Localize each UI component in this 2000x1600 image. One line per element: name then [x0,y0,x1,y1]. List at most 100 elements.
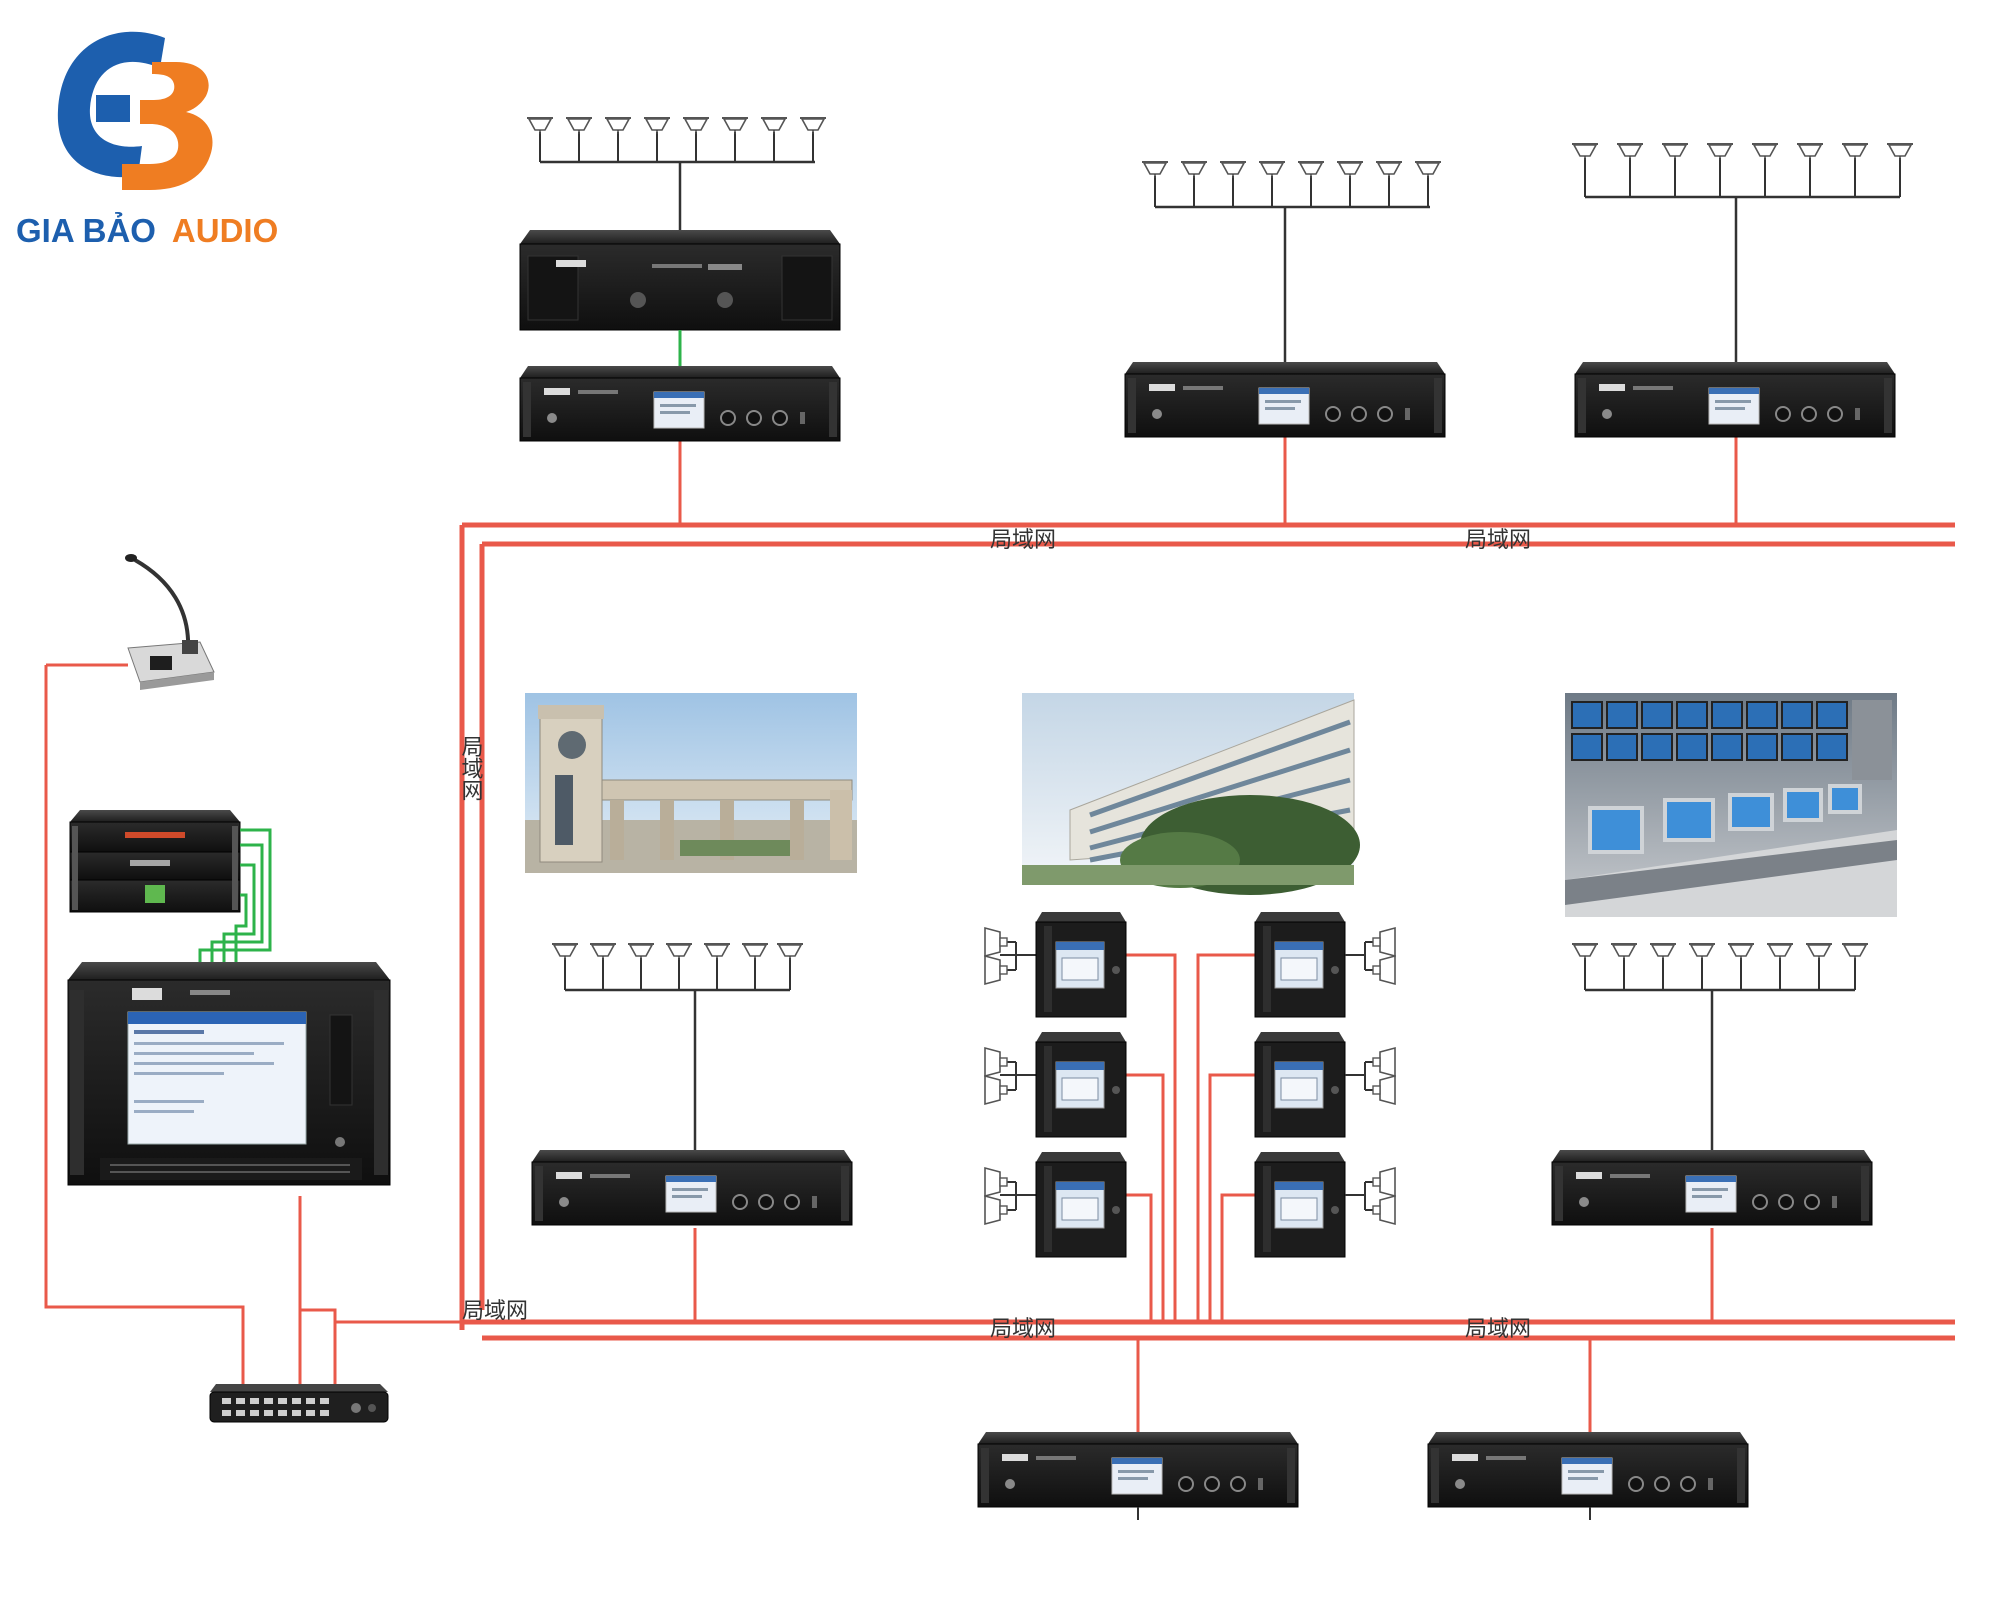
terminal-cluster [984,911,1396,1258]
ip-terminal-icon [1254,1151,1346,1258]
ceiling-speaker-icon [703,943,731,961]
ip-terminal-icon [1035,911,1127,1018]
ceiling-speaker-icon [627,943,655,961]
ceiling-speaker-icon [604,117,632,135]
lan-label-bottom-1: 局域网 [990,1317,1056,1342]
brand-monogram-icon [57,31,213,190]
ceiling-speaker-icon [1571,143,1599,161]
broadcast-server-icon [67,962,391,1186]
ip-amplifier-icon [1124,361,1446,438]
horn-speaker-icon [1372,955,1396,985]
ceiling-speaker-icon [1766,943,1794,961]
svg-text:GIA BẢO AUDIO: GIA BẢO AUDIO [16,212,278,249]
horn-speaker-icon [984,1195,1008,1225]
brand-logo: GIA BẢO AUDIO [16,31,278,249]
speaker-array-zone-1 [526,117,827,230]
ceiling-speaker-icon [1616,143,1644,161]
ceiling-speaker-icon [799,117,827,135]
horn-speaker-icon [1372,927,1396,957]
horn-speaker-icon [1372,1167,1396,1197]
ceiling-speaker-icon [1141,161,1169,179]
ceiling-speaker-icon [776,943,804,961]
ceiling-speaker-icon [1688,943,1716,961]
ceiling-speaker-icon [589,943,617,961]
ip-terminal-icon [1254,1031,1346,1138]
ceiling-speaker-icon [1414,161,1442,179]
ceiling-speaker-icon [682,117,710,135]
horn-speaker-icon [1372,1195,1396,1225]
ip-amplifier-icon [977,1431,1299,1508]
lan-label-vertical: 局域网 [458,735,484,801]
ip-terminal-icon [1035,1151,1127,1258]
ceiling-speaker-icon [1841,143,1869,161]
speaker-array-zone-2 [1141,161,1442,362]
network-switch-icon [209,1384,389,1423]
ceiling-speaker-icon [1661,143,1689,161]
zone-4 [531,943,853,1226]
brand-name-part2: AUDIO [172,212,278,249]
ceiling-speaker-icon [1727,943,1755,961]
lan-label-bottom-2: 局域网 [1465,1317,1531,1342]
zone-1 [519,117,841,442]
horn-group-right [1345,941,1380,1211]
ceiling-speaker-icon [1297,161,1325,179]
horn-speaker-icon [1372,1075,1396,1105]
lan-label-top-2: 局域网 [1465,528,1531,553]
ceiling-speaker-icon [1805,943,1833,961]
horn-speaker-icon [984,955,1008,985]
speaker-array-zone-4 [551,943,804,1150]
ceiling-speaker-icon [551,943,579,961]
ip-terminal-icon [1035,1031,1127,1138]
power-amplifier-icon [519,229,841,331]
horn-speaker-icon [984,1075,1008,1105]
ceiling-speaker-icon [1796,143,1824,161]
ceiling-speaker-icon [565,117,593,135]
ceiling-speaker-icon [741,943,769,961]
ceiling-speaker-icon [1649,943,1677,961]
ip-amplifier-icon [1574,361,1896,438]
ip-amplifier-icon [519,365,841,442]
paging-microphone-icon [125,554,215,690]
lan-label-top-1: 局域网 [990,528,1056,553]
ip-terminal-icon [1254,911,1346,1018]
zone-3 [1571,143,1914,438]
ip-amplifier-icon [1427,1431,1749,1508]
horn-speaker-icon [1372,1047,1396,1077]
lan-labels: 局域网 局域网 局域网 局域网 局域网 局域网 [458,528,1532,1342]
zone-5 [1551,943,1873,1226]
horn-speaker-icon [984,1047,1008,1077]
horn-speaker-icon [984,927,1008,957]
ceiling-speaker-icon [760,117,788,135]
ceiling-speaker-icon [721,117,749,135]
control-room-photo [1565,693,1897,917]
audio-processor-stack-icon [69,810,241,913]
ceiling-speaker-icon [1180,161,1208,179]
horn-speaker-icon [984,1167,1008,1197]
ip-amplifier-icon [531,1149,853,1226]
ceiling-speaker-icon [1841,943,1869,961]
school-building-photo [1022,693,1360,895]
ceiling-speaker-icon [665,943,693,961]
speaker-array-zone-3 [1571,143,1914,362]
lan-drop-cables [44,436,1738,1432]
ceiling-speaker-icon [1571,943,1599,961]
ip-amplifier-icon [1551,1149,1873,1226]
audio-line-bundle [198,828,272,965]
control-room [67,554,391,1423]
zone-2 [1124,161,1446,438]
ceiling-speaker-icon [1706,143,1734,161]
ceiling-speaker-icon [1219,161,1247,179]
horn-group-left [1000,941,1036,1211]
ceiling-speaker-icon [1336,161,1364,179]
ceiling-speaker-icon [643,117,671,135]
ceiling-speaker-icon [1886,143,1914,161]
speaker-array-zone-5 [1571,943,1869,1150]
ceiling-speaker-icon [1610,943,1638,961]
brand-name-part1: GIA BẢO [16,212,156,249]
school-gate-photo [525,693,857,873]
ceiling-speaker-icon [1375,161,1403,179]
lan-label-corner: 局域网 [462,1299,528,1324]
ceiling-speaker-icon [526,117,554,135]
ceiling-speaker-icon [1751,143,1779,161]
